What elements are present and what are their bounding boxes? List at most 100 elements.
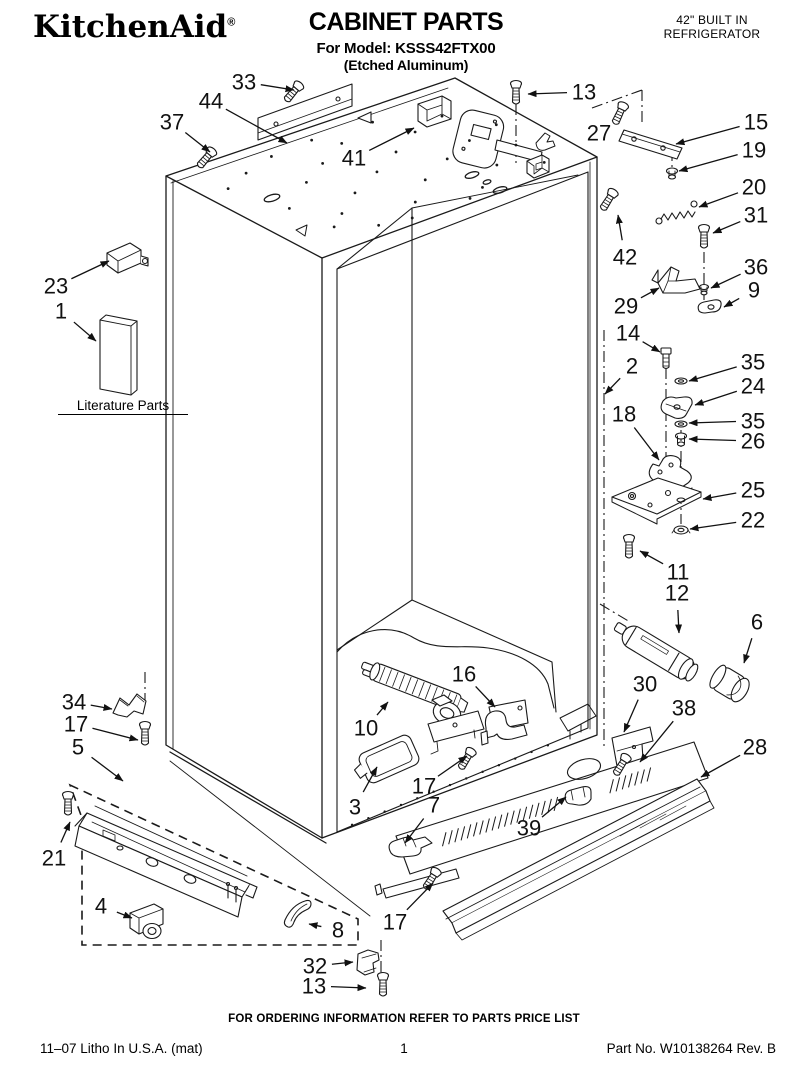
hole-dot <box>494 123 498 127</box>
callout-label: 28 <box>743 735 767 760</box>
vent-slot <box>510 810 515 825</box>
callout-label: 34 <box>62 690 86 715</box>
callout-arrow <box>702 492 737 501</box>
top-bracket-part <box>257 83 372 141</box>
callout-arrow <box>225 108 288 144</box>
vent-slot <box>497 814 503 829</box>
junction-box-part <box>526 154 550 179</box>
callout-arrow <box>675 609 683 634</box>
product-line1: 42" BUILT IN <box>676 13 748 27</box>
callout-arrow <box>604 377 621 395</box>
callout-label: 25 <box>741 478 765 503</box>
callout-arrow <box>330 984 367 992</box>
callout-arrow <box>639 720 674 763</box>
callout-arrow <box>376 701 389 716</box>
hole-dot <box>495 163 499 167</box>
vent-slot <box>504 812 509 827</box>
hole-dot <box>399 803 403 807</box>
hole-dot <box>321 161 325 165</box>
hole-dot <box>413 130 417 134</box>
vent-slot <box>479 820 484 835</box>
water-filter-part <box>613 622 699 682</box>
vent-slot <box>442 832 447 847</box>
callout-label: 12 <box>665 581 689 606</box>
hole-dot <box>287 206 291 210</box>
hole-dot <box>468 139 471 142</box>
product-line2: REFRIGERATOR <box>663 27 761 41</box>
callout-arrow <box>700 754 741 778</box>
hole-dot <box>530 750 533 754</box>
title-block: CABINET PARTS For Model: KSSS42FTX00 (Et… <box>254 8 558 73</box>
hole-dot <box>514 143 518 147</box>
callout-label: 14 <box>616 321 640 346</box>
callout-arrow <box>91 756 124 782</box>
callout-label: 9 <box>748 278 760 303</box>
hole-dot <box>432 790 435 793</box>
condenser-fin <box>379 666 386 682</box>
callout-arrow <box>116 911 133 919</box>
literature-book-part-1 <box>99 314 138 396</box>
callout-label: 27 <box>587 121 611 146</box>
model-line: For Model: KSSS42FTX00 <box>316 40 496 57</box>
vent-slot <box>473 822 478 837</box>
grommet-part <box>665 167 679 180</box>
screw-icon <box>597 186 621 214</box>
callout-arrow <box>633 427 660 461</box>
base-grille-part-28 <box>442 778 715 941</box>
clip-part-9 <box>697 299 722 314</box>
hole-dot <box>350 823 354 827</box>
callout-arrow <box>73 321 97 342</box>
vent-slot <box>466 824 472 839</box>
screw-icon <box>281 78 306 105</box>
callout-label: 8 <box>332 918 344 943</box>
relay-box-part <box>417 95 452 128</box>
condenser-fin <box>405 676 412 692</box>
hole-dot <box>440 114 444 118</box>
vent-slot <box>609 779 614 794</box>
callout-label: 7 <box>428 793 440 818</box>
callout-arrow <box>723 297 740 308</box>
callout-arrow <box>698 192 739 208</box>
screw-icon <box>61 790 75 816</box>
spring-part <box>655 200 698 225</box>
callout-label: 21 <box>42 846 66 871</box>
finish-line: (Etched Aluminum) <box>343 57 469 73</box>
page-title: CABINET PARTS <box>308 8 504 36</box>
screw-icon <box>609 99 631 127</box>
callout-label: 41 <box>342 146 366 171</box>
callout-arrow <box>184 132 211 153</box>
callout-arrow <box>688 366 737 382</box>
vent-slot <box>553 796 559 812</box>
callout-label: 24 <box>741 374 765 399</box>
vent-slot <box>485 818 490 833</box>
vent-slot <box>516 808 521 823</box>
condenser-fin <box>392 671 399 687</box>
condenser-fin <box>398 674 405 690</box>
callout-label: 32 <box>303 954 327 979</box>
hole-dot <box>332 225 336 229</box>
vent-slot <box>628 773 633 788</box>
callout-label: 6 <box>751 610 763 635</box>
callout-arrow <box>368 127 415 151</box>
vent-slot <box>547 798 552 814</box>
product-type: 42" BUILT IN REFRIGERATOR <box>632 13 792 41</box>
callout-label: 44 <box>199 89 223 114</box>
hole-dot <box>310 138 314 142</box>
callout-arrow <box>475 685 496 708</box>
clip-part-7 <box>374 836 460 899</box>
hole-dot <box>445 157 449 161</box>
callout-arrow <box>710 273 741 289</box>
callout-arrow <box>743 638 753 664</box>
vent-slot <box>621 775 627 790</box>
screw-icon <box>622 533 636 559</box>
litho-note: 11–07 Litho In U.S.A. (mat) <box>40 1041 203 1056</box>
vent-slot <box>646 767 652 782</box>
condenser-part-10 <box>361 661 485 755</box>
callout-label: 11 <box>667 560 690 585</box>
callout-arrow <box>688 419 737 427</box>
callout-label: 30 <box>633 672 657 697</box>
base-rail-part-5 <box>74 805 258 918</box>
hinge-plate-part <box>618 129 683 160</box>
vent-slot <box>634 771 639 786</box>
